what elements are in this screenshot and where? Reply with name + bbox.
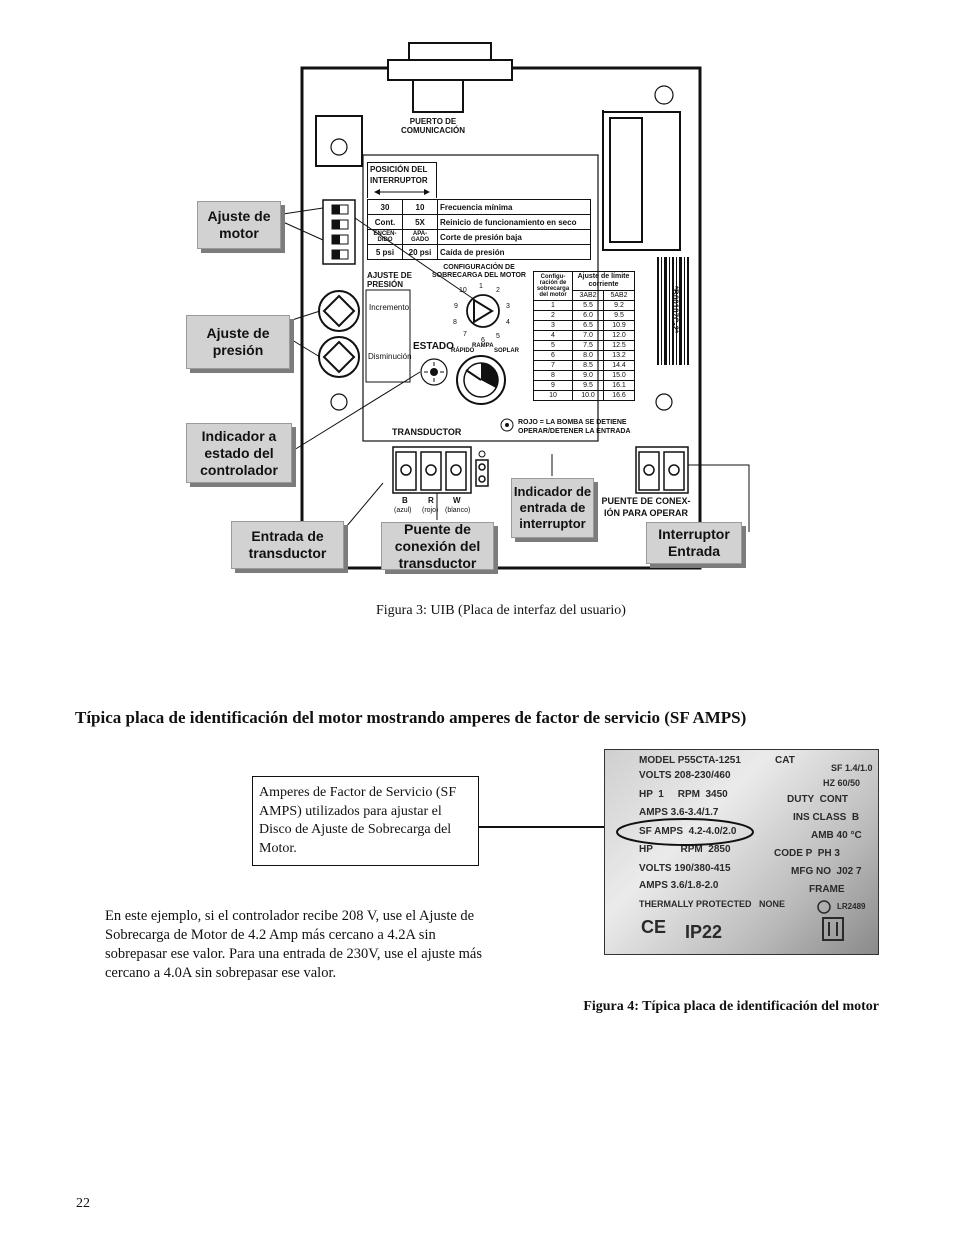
- callout-transducer-jumper: Puente de conexión del transductor: [381, 521, 494, 571]
- nameplate-left-line: AMPS 3.6-3.4/1.7: [639, 807, 719, 818]
- overload-table: Configu-ración de sobrecarga del motor A…: [533, 271, 635, 401]
- sf-amps-note-box: Amperes de Factor de Servicio (SF AMPS) …: [252, 776, 479, 866]
- nameplate-ip: IP22: [685, 922, 723, 942]
- nameplate-left-line: HP 1 RPM 3450: [639, 789, 728, 800]
- dial-number: 3: [506, 303, 510, 310]
- nameplate-right-line: SF 1.4/1.0: [831, 763, 873, 773]
- mode-label-ramp: RAMPA: [472, 343, 494, 349]
- callout-pressure-adjust: Ajuste de presión: [186, 315, 290, 369]
- decrement-label: Disminución: [368, 352, 412, 361]
- status-label: ESTADO: [413, 341, 454, 352]
- dial-number: 9: [454, 303, 458, 310]
- dial-number: 10: [459, 287, 467, 294]
- ul-mark-icon: [822, 917, 844, 941]
- figure3-caption: Figura 3: UIB (Placa de interfaz del usu…: [376, 603, 626, 618]
- nameplate-left-line: VOLTS 190/380-415: [639, 863, 731, 874]
- callout-transducer-input: Entrada de transductor: [231, 521, 344, 569]
- dial-number: 8: [453, 319, 457, 326]
- dial-number: 2: [496, 287, 500, 294]
- nameplate-left-line: VOLTS 208-230/460: [639, 770, 731, 781]
- terminal-color-red: (rojo): [422, 507, 439, 514]
- motor-nameplate-photo: MODEL P55CTA-1251 VOLTS 208-230/460 HP 1…: [604, 749, 879, 955]
- sf-amps-note-text: Amperes de Factor de Servicio (SF AMPS) …: [259, 785, 457, 856]
- example-paragraph: En este ejemplo, si el controlador recib…: [105, 908, 483, 981]
- nameplate-right-line: MFG NO J02 7: [791, 866, 862, 877]
- increment-label: Incremento: [369, 303, 410, 312]
- transducer-label: TRANSDUCTOR: [392, 427, 462, 437]
- terminal-label-w: W: [453, 496, 461, 505]
- callout-status-indicator: Indicador a estado del controlador: [186, 423, 292, 483]
- nameplate-right-line: INS CLASS B: [793, 812, 860, 823]
- terminal-color-white: (blanco): [445, 507, 471, 514]
- nameplate-right-line: FRAME: [809, 884, 845, 895]
- red-led-note: ROJO = LA BOMBA SE DETIENE OPERAR/DETENE…: [518, 419, 631, 435]
- nameplate-right-line: CAT: [775, 755, 795, 766]
- figure4-caption: Figura 4: Típica placa de identificación…: [583, 999, 879, 1014]
- callout-switch-input: Interruptor Entrada: [646, 522, 742, 564]
- nameplate-left-line: AMPS 3.6/1.8-2.0: [639, 880, 719, 891]
- nameplate-left-line: MODEL P55CTA-1251: [639, 755, 741, 766]
- dial-number: 7: [463, 331, 467, 338]
- dial-number: 1: [479, 283, 483, 290]
- dial-number: 4: [506, 319, 510, 326]
- section-title: Típica placa de identificación del motor…: [75, 708, 747, 727]
- overload-config-label: CONFIGURACIÓN DE SOBRECARGA DEL MOTOR: [432, 264, 526, 279]
- comm-port-label: PUERTO DE COMUNICACIÓN: [401, 117, 465, 135]
- terminal-label-b: B: [402, 496, 408, 505]
- callout-motor-adjust: Ajuste de motor: [197, 201, 281, 249]
- pressure-adjust-label: AJUSTE DE PRESIÓN: [367, 271, 412, 289]
- terminal-color-blue: (azul): [394, 507, 412, 514]
- nameplate-markings: [616, 818, 844, 941]
- mode-label-fast: RÁPIDO: [451, 348, 475, 354]
- overload-table-wrap: Configu-ración de sobrecarga del motor A…: [533, 271, 635, 401]
- barcode-text: *B00107C-2*: [670, 285, 680, 334]
- nameplate-right-line: HZ 60/50: [823, 778, 861, 788]
- dial-number: 6: [481, 337, 485, 344]
- nameplate-right-line: DUTY CONT: [787, 794, 848, 805]
- dial-number: 5: [496, 333, 500, 340]
- nameplate-ce: CE: [641, 917, 667, 937]
- callout-switch-input-indicator: Indicador de entrada de interruptor: [511, 478, 594, 538]
- page-number: 22: [76, 1196, 90, 1211]
- mode-label-blow: SOPLAR: [494, 348, 520, 354]
- switch-position-header: POSICIÓN DEL INTERRUPTOR: [367, 162, 437, 198]
- nameplate-right-line: LR2489: [837, 902, 866, 911]
- nameplate-right-line: AMB 40 °C: [811, 830, 862, 841]
- nameplate-left-line: HP RPM 2850: [639, 844, 731, 855]
- nameplate-left-line: SF AMPS 4.2-4.0/2.0: [639, 826, 737, 837]
- nameplate-left-line: THERMALLY PROTECTED NONE: [639, 899, 786, 909]
- nameplate-right-line: CODE P PH 3: [774, 848, 840, 859]
- uib-board-diagram: [282, 42, 750, 570]
- terminal-label-r: R: [428, 496, 434, 505]
- jumper-label: PUENTE DE CONEX-IÓN PARA OPERAR: [601, 496, 691, 518]
